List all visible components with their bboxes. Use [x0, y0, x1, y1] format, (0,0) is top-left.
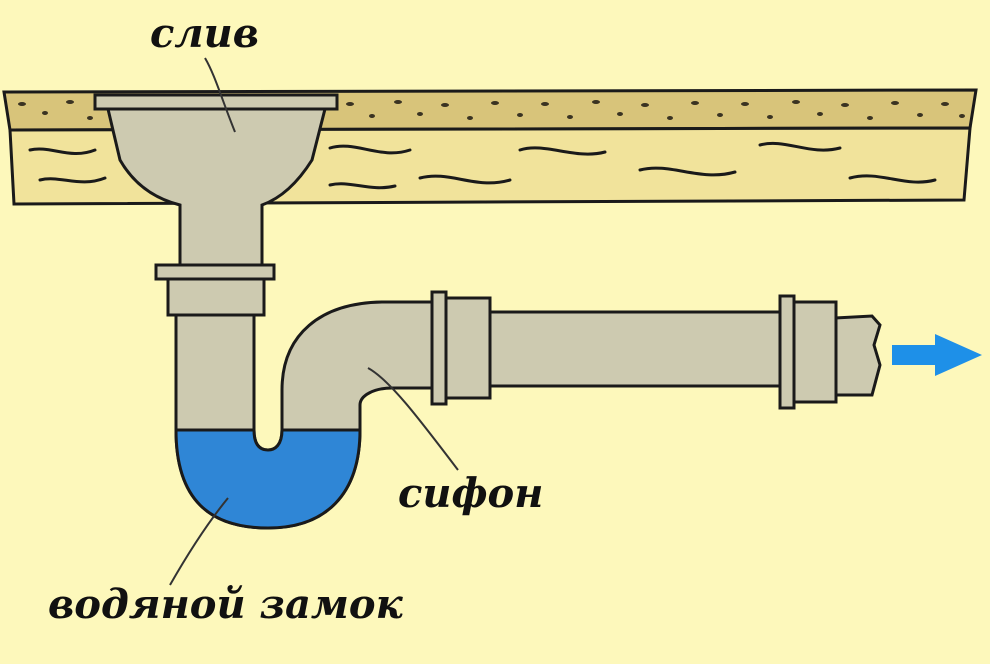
- leader-water-seal: [169, 497, 229, 586]
- label-drain: слив: [150, 10, 259, 57]
- wood-grain: [28, 141, 937, 190]
- outlet-pipe-end: [833, 314, 882, 397]
- label-siphon: сифон: [398, 470, 544, 517]
- particle-speckles: [18, 100, 965, 120]
- pipe-coupling-left: [444, 296, 492, 400]
- drain-coupling-nut: [166, 277, 266, 317]
- leader-drain: [204, 57, 236, 133]
- outlet-pipe: [430, 290, 882, 410]
- pipe-coupling-left-rim: [430, 290, 448, 406]
- leader-siphon: [367, 367, 459, 471]
- outlet-pipe-segment: [488, 310, 792, 388]
- label-water-seal: водяной замок: [48, 581, 403, 628]
- water-seal: [174, 428, 362, 530]
- leader-lines: [169, 57, 459, 586]
- pipe-coupling-right: [792, 300, 838, 404]
- drain-flange: [93, 93, 339, 111]
- siphon-trap: [174, 300, 442, 530]
- drain-coupling-rim: [154, 263, 276, 281]
- pipe-coupling-right-rim: [778, 294, 796, 410]
- arrow-right-icon: [892, 334, 982, 376]
